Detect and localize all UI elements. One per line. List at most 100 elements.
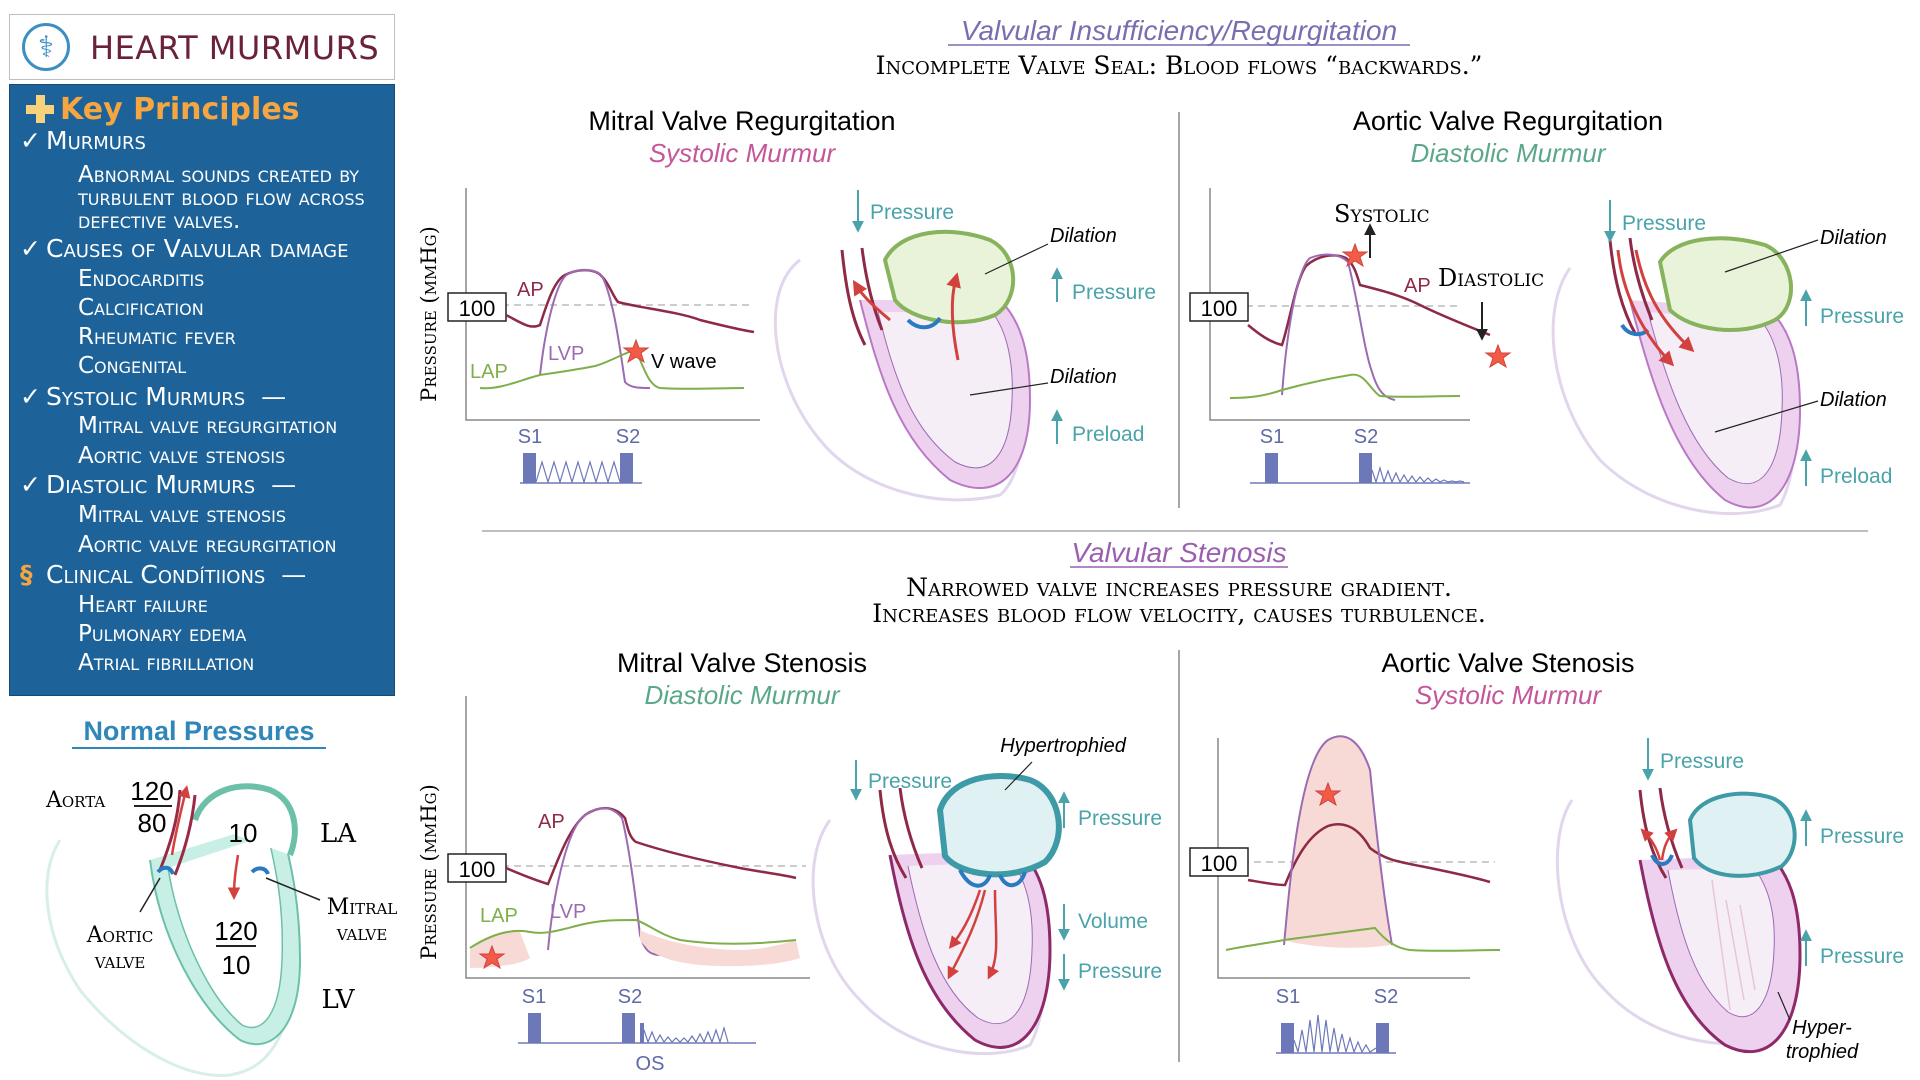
arrow-label-volume: Volume <box>1078 910 1148 933</box>
os-bar <box>640 1023 644 1043</box>
key-item-murmurs: ✓Murmurs <box>20 126 146 155</box>
turbulent-flow-arrow <box>947 889 987 980</box>
phonocardiogram <box>1276 1014 1396 1054</box>
regurgitation-subtitle: Incomplete Valve Seal: Blood flows “back… <box>876 51 1483 80</box>
key-sub: defective valves. <box>78 208 241 234</box>
lap-curve <box>469 918 797 949</box>
check-icon: ✓ <box>20 382 41 411</box>
murmur-wave <box>1371 465 1465 485</box>
aortic-valve-label-2: valve <box>94 949 146 974</box>
aorta-label: Aorta <box>45 788 105 813</box>
star-icon <box>1314 781 1342 807</box>
ap-label: AP <box>517 279 544 301</box>
valve-leaflets <box>156 865 270 875</box>
key-principles-panel: Key Principles ✓Murmurs Abnormal sounds … <box>9 84 395 696</box>
la-chamber <box>882 229 1016 325</box>
arrow-label-pressure: Pressure <box>1660 750 1744 773</box>
y-axis-label: Pressure (mmHg) <box>417 226 441 402</box>
check-icon: ✓ <box>20 234 41 263</box>
aorta-walls <box>1608 237 1654 336</box>
aorta-walls <box>840 247 884 346</box>
key-item-causes: ✓Causes of Valvular damage <box>20 234 349 263</box>
heart-mvs: Pressure Pressure Volume Pressure Hypert… <box>811 735 1162 1056</box>
murmur-type: Systolic Murmur <box>649 138 837 168</box>
key-sub: Abnormal sounds created by <box>78 162 360 188</box>
axes <box>1209 188 1470 421</box>
s2-bar <box>620 453 633 483</box>
s1-label: S1 <box>1260 426 1284 448</box>
mitral-valve-label: Mitral <box>327 895 398 920</box>
phonocardiogram <box>518 1013 756 1045</box>
leader-line <box>969 382 1049 396</box>
s1-bar <box>1265 453 1278 483</box>
key-item-clinical: §Clinical Condítiions — <box>20 560 307 589</box>
star-icon <box>478 944 506 970</box>
key-sub: Endocarditis <box>78 266 205 292</box>
key-sub: Heart failure <box>78 592 208 618</box>
turbulent-flow-arrow <box>987 889 999 980</box>
leader-line <box>265 877 321 901</box>
arrow-label-pressure: Pressure <box>1820 825 1904 848</box>
murmur-wave <box>1293 1014 1377 1054</box>
lv-cavity <box>167 834 284 1029</box>
aorta-diastolic: 80 <box>138 808 167 838</box>
gradient-area <box>1284 736 1390 948</box>
arrow-label-pressure: Pressure <box>1820 945 1904 968</box>
seahorse-icon: § <box>20 560 33 589</box>
ap-label: AP <box>1404 275 1431 297</box>
aorta-systolic: 120 <box>130 776 173 806</box>
normal-pressures-diagram: Normal Pressures Aorta 120 80 10 LA 120 … <box>45 716 398 1077</box>
check-icon: ✓ <box>20 126 41 155</box>
mitral-flow-arrow <box>227 854 241 900</box>
lv-cavity <box>1647 311 1783 484</box>
hypertrophied-label: Hyper- <box>1792 1017 1852 1039</box>
hypertrophy-hatching <box>1711 879 1756 1011</box>
s2-label: S2 <box>618 986 642 1008</box>
gradient-area <box>640 930 800 967</box>
s1-label: S1 <box>522 986 546 1008</box>
key-sub: Atrial fibrillation <box>78 650 255 676</box>
s2-label: S2 <box>1374 986 1398 1008</box>
stenosis-title: Valvular Stenosis <box>1071 537 1286 568</box>
turbulent-flow-arrow <box>1660 828 1678 861</box>
aortic-flow-arrow <box>170 785 191 856</box>
star-icon <box>622 338 650 364</box>
star-icon <box>1341 242 1369 268</box>
arrow-label-pressure: Pressure <box>1078 807 1162 830</box>
arrow-label-pressure: Pressure <box>1078 960 1162 983</box>
dilation-label: Dilation <box>1050 225 1117 247</box>
key-sub: Mitral valve stenosis <box>78 502 286 528</box>
regurgitant-jet-arrow <box>946 272 961 361</box>
murmur-type: Systolic Murmur <box>1415 680 1603 710</box>
lv-diastolic: 10 <box>222 950 251 980</box>
panel-title: Aortic Valve Stenosis <box>1381 648 1634 678</box>
heart-mvr: Pressure Pressure Preload Dilation Dilat… <box>773 190 1156 502</box>
gradient-area <box>470 931 530 968</box>
panel-mitral-regurgitation: Mitral Valve Regurgitation Systolic Murm… <box>417 106 1156 502</box>
key-sub: Pulmonary edema <box>78 621 247 647</box>
s1-bar <box>1281 1023 1294 1053</box>
lvp-label: LVP <box>550 901 586 923</box>
turbulent-flow-arrow <box>948 889 982 949</box>
stenosis-subtitle-1: Narrowed valve increases pressure gradie… <box>906 573 1452 602</box>
murmur-wave <box>643 1025 729 1045</box>
plus-icon <box>26 95 54 123</box>
arrow-label-preload: Preload <box>1820 465 1892 488</box>
phonocardiogram <box>1250 453 1470 485</box>
murmur-wave <box>535 459 621 485</box>
ap-curve <box>1247 254 1491 347</box>
backflow-arrow <box>852 279 891 322</box>
mitral-valve-label-2: valve <box>336 921 388 946</box>
panel-title: Mitral Valve Stenosis <box>617 648 867 678</box>
panel-aortic-stenosis: Aortic Valve Stenosis Systolic Murmur 10… <box>1189 648 1904 1063</box>
heart-avr: Pressure Pressure Preload Dilation Dilat… <box>1551 200 1904 516</box>
s1-label: S1 <box>518 426 542 448</box>
arrow-label-preload: Preload <box>1072 423 1144 446</box>
dilation-label: Dilation <box>1820 389 1887 411</box>
la-chamber <box>192 783 298 857</box>
ref-box <box>447 292 507 322</box>
regurgitation-title: Valvular Insufficiency/Regurgitation <box>961 15 1397 46</box>
dilation-label: Dilation <box>1050 366 1117 388</box>
y-axis-label: Pressure (mmHg) <box>417 784 441 960</box>
